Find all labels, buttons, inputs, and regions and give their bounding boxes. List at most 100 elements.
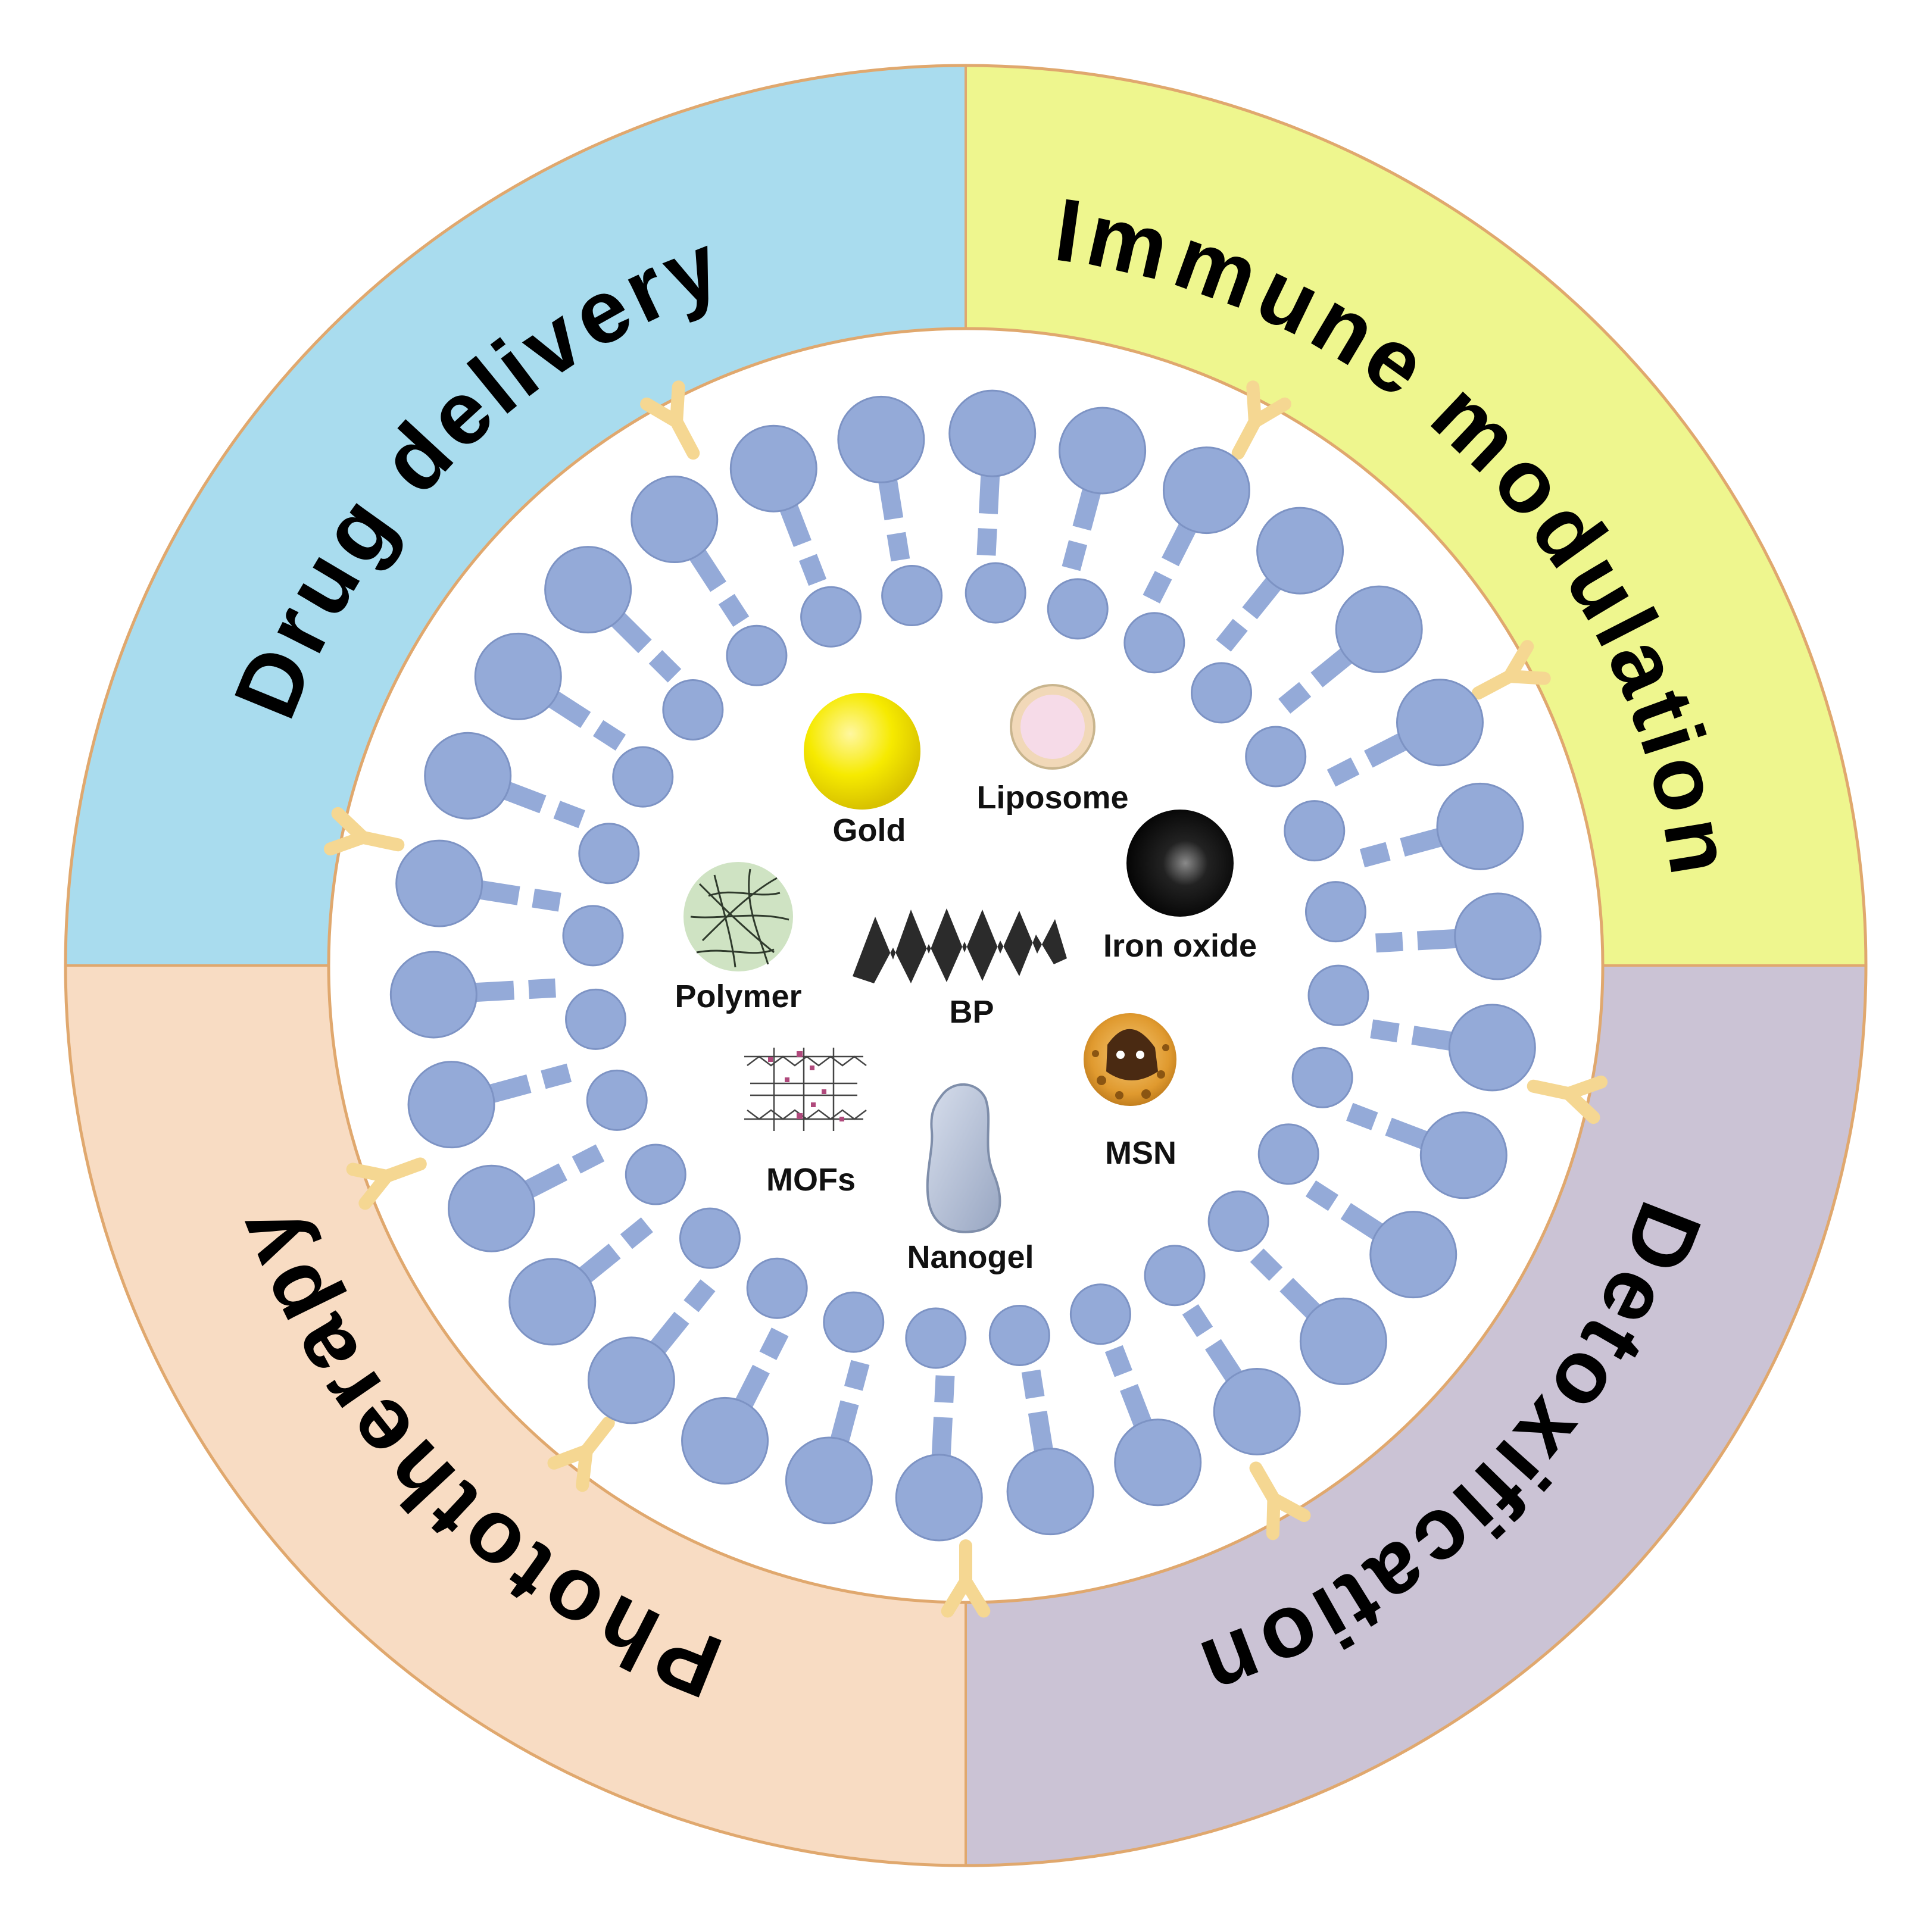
- iron-oxide-label: Iron oxide: [1103, 928, 1257, 964]
- lipid-tail: [1279, 1277, 1321, 1319]
- outer-lipid: [1346, 1102, 1507, 1199]
- lipid-head: [1436, 782, 1524, 870]
- inner-lipid-head: [1291, 1046, 1353, 1108]
- outer-lipid: [448, 1144, 605, 1252]
- inner-lipid-head: [988, 1304, 1050, 1366]
- lipid-head: [1059, 407, 1147, 495]
- inner-lipid-head: [1123, 612, 1185, 674]
- inner-lipid-head: [823, 1291, 885, 1353]
- lipid-tail: [475, 980, 515, 1002]
- inner-lipid-head: [800, 586, 862, 648]
- lipid-tail: [489, 1074, 532, 1103]
- inner-lipid-head: [1304, 881, 1366, 943]
- inner-lipid-head: [625, 1143, 686, 1205]
- gold-nanoparticle: Gold: [804, 693, 920, 848]
- antibody-icon: [1527, 1075, 1608, 1124]
- inner-lipid-head: [562, 905, 624, 967]
- outer-lipid: [948, 389, 1037, 556]
- lipid-head: [1454, 892, 1542, 980]
- lipid-head: [785, 1436, 873, 1524]
- lipid-tail: [1182, 1304, 1213, 1338]
- lipid-tail: [1216, 618, 1248, 652]
- inner-lipid-head: [1245, 726, 1307, 788]
- lipid-head: [474, 632, 562, 720]
- lipid-tail: [528, 978, 556, 999]
- mofs-label: MOFs: [766, 1162, 856, 1198]
- outer-lipid: [1006, 1369, 1094, 1536]
- lipid-head: [1213, 1367, 1301, 1455]
- lipid-tail: [1400, 828, 1443, 857]
- mofs-icon: [744, 1048, 867, 1131]
- lipid-tail: [1062, 540, 1088, 571]
- lipid-head: [395, 839, 483, 927]
- antibody-icon: [547, 1416, 615, 1492]
- lipid-tail: [1370, 1019, 1400, 1043]
- outer-lipid: [895, 1375, 983, 1542]
- msn-pore-icon: [1106, 1029, 1158, 1080]
- outer-lipid: [631, 476, 750, 627]
- lipid-tail: [1359, 842, 1391, 868]
- inner-lipid-head: [1207, 1191, 1269, 1252]
- lipid-bilayer-membrane: [389, 389, 1542, 1542]
- lipid-tail: [887, 532, 910, 562]
- lipid-tail: [931, 1417, 953, 1457]
- lipid-head: [1448, 1004, 1536, 1092]
- lipid-head: [948, 389, 1037, 477]
- lipid-head: [508, 1258, 597, 1346]
- polymer-nanoparticle: Polymer: [675, 862, 802, 1014]
- lipid-tail: [1411, 1026, 1453, 1051]
- lipid-head: [837, 395, 925, 483]
- nanogel-label: Nanogel: [907, 1239, 1034, 1275]
- outer-lipid: [407, 1061, 572, 1149]
- lipid-tail: [1310, 648, 1353, 688]
- inner-lipid-head: [746, 1257, 808, 1319]
- nanoparticle-core: Gold Liposome Iron oxide Polymer: [675, 684, 1257, 1275]
- outer-lipid: [474, 632, 626, 751]
- inner-lipid-head: [586, 1069, 648, 1131]
- antibody-icon: [323, 807, 405, 856]
- lipid-tail: [683, 1279, 716, 1313]
- msn-label: MSN: [1105, 1135, 1176, 1171]
- outer-lipid: [785, 1360, 873, 1524]
- lipid-tail: [532, 888, 561, 912]
- lipid-head: [1369, 1211, 1457, 1299]
- antibody-icon: [346, 1157, 427, 1210]
- lipid-head: [544, 546, 632, 634]
- lipid-tail: [1143, 571, 1172, 604]
- antibody-icon: [1249, 1461, 1311, 1541]
- outer-lipid: [544, 546, 682, 683]
- lipid-head: [448, 1164, 536, 1252]
- outer-lipid: [1059, 407, 1147, 571]
- inner-lipid-head: [1257, 1123, 1319, 1185]
- inner-lipid-head: [578, 823, 640, 885]
- outer-lipid: [424, 732, 585, 829]
- liposome-core-icon: [1020, 695, 1085, 759]
- bp-label: BP: [949, 994, 994, 1030]
- lipid-tail: [1072, 488, 1101, 531]
- lipid-tail: [844, 1360, 870, 1391]
- iron-oxide-icon: [1126, 810, 1234, 917]
- msn-nanoparticle: MSN: [1084, 1013, 1176, 1171]
- lipid-tail: [620, 1217, 653, 1249]
- outer-lipid: [729, 424, 827, 586]
- lipid-head: [729, 424, 817, 513]
- lipid-tail: [1120, 1384, 1152, 1427]
- lipid-tail: [878, 479, 904, 521]
- lipid-tail: [1346, 1102, 1378, 1130]
- lipid-tail: [1385, 1117, 1428, 1149]
- inner-lipid-head: [565, 988, 627, 1050]
- lipid-head: [424, 732, 512, 820]
- lipid-head: [1419, 1111, 1507, 1199]
- inner-lipid-head: [679, 1207, 741, 1269]
- inner-lipid-head: [905, 1307, 967, 1369]
- outer-lipid: [1182, 1304, 1301, 1455]
- lipid-tail: [479, 880, 520, 905]
- drug-delivery-quadrant: [65, 65, 966, 965]
- lipid-tail: [799, 554, 827, 586]
- inner-lipid-head: [612, 746, 674, 808]
- lipid-tail: [524, 1163, 567, 1198]
- polymer-chains-icon: [690, 868, 789, 968]
- lipid-tail: [553, 801, 585, 829]
